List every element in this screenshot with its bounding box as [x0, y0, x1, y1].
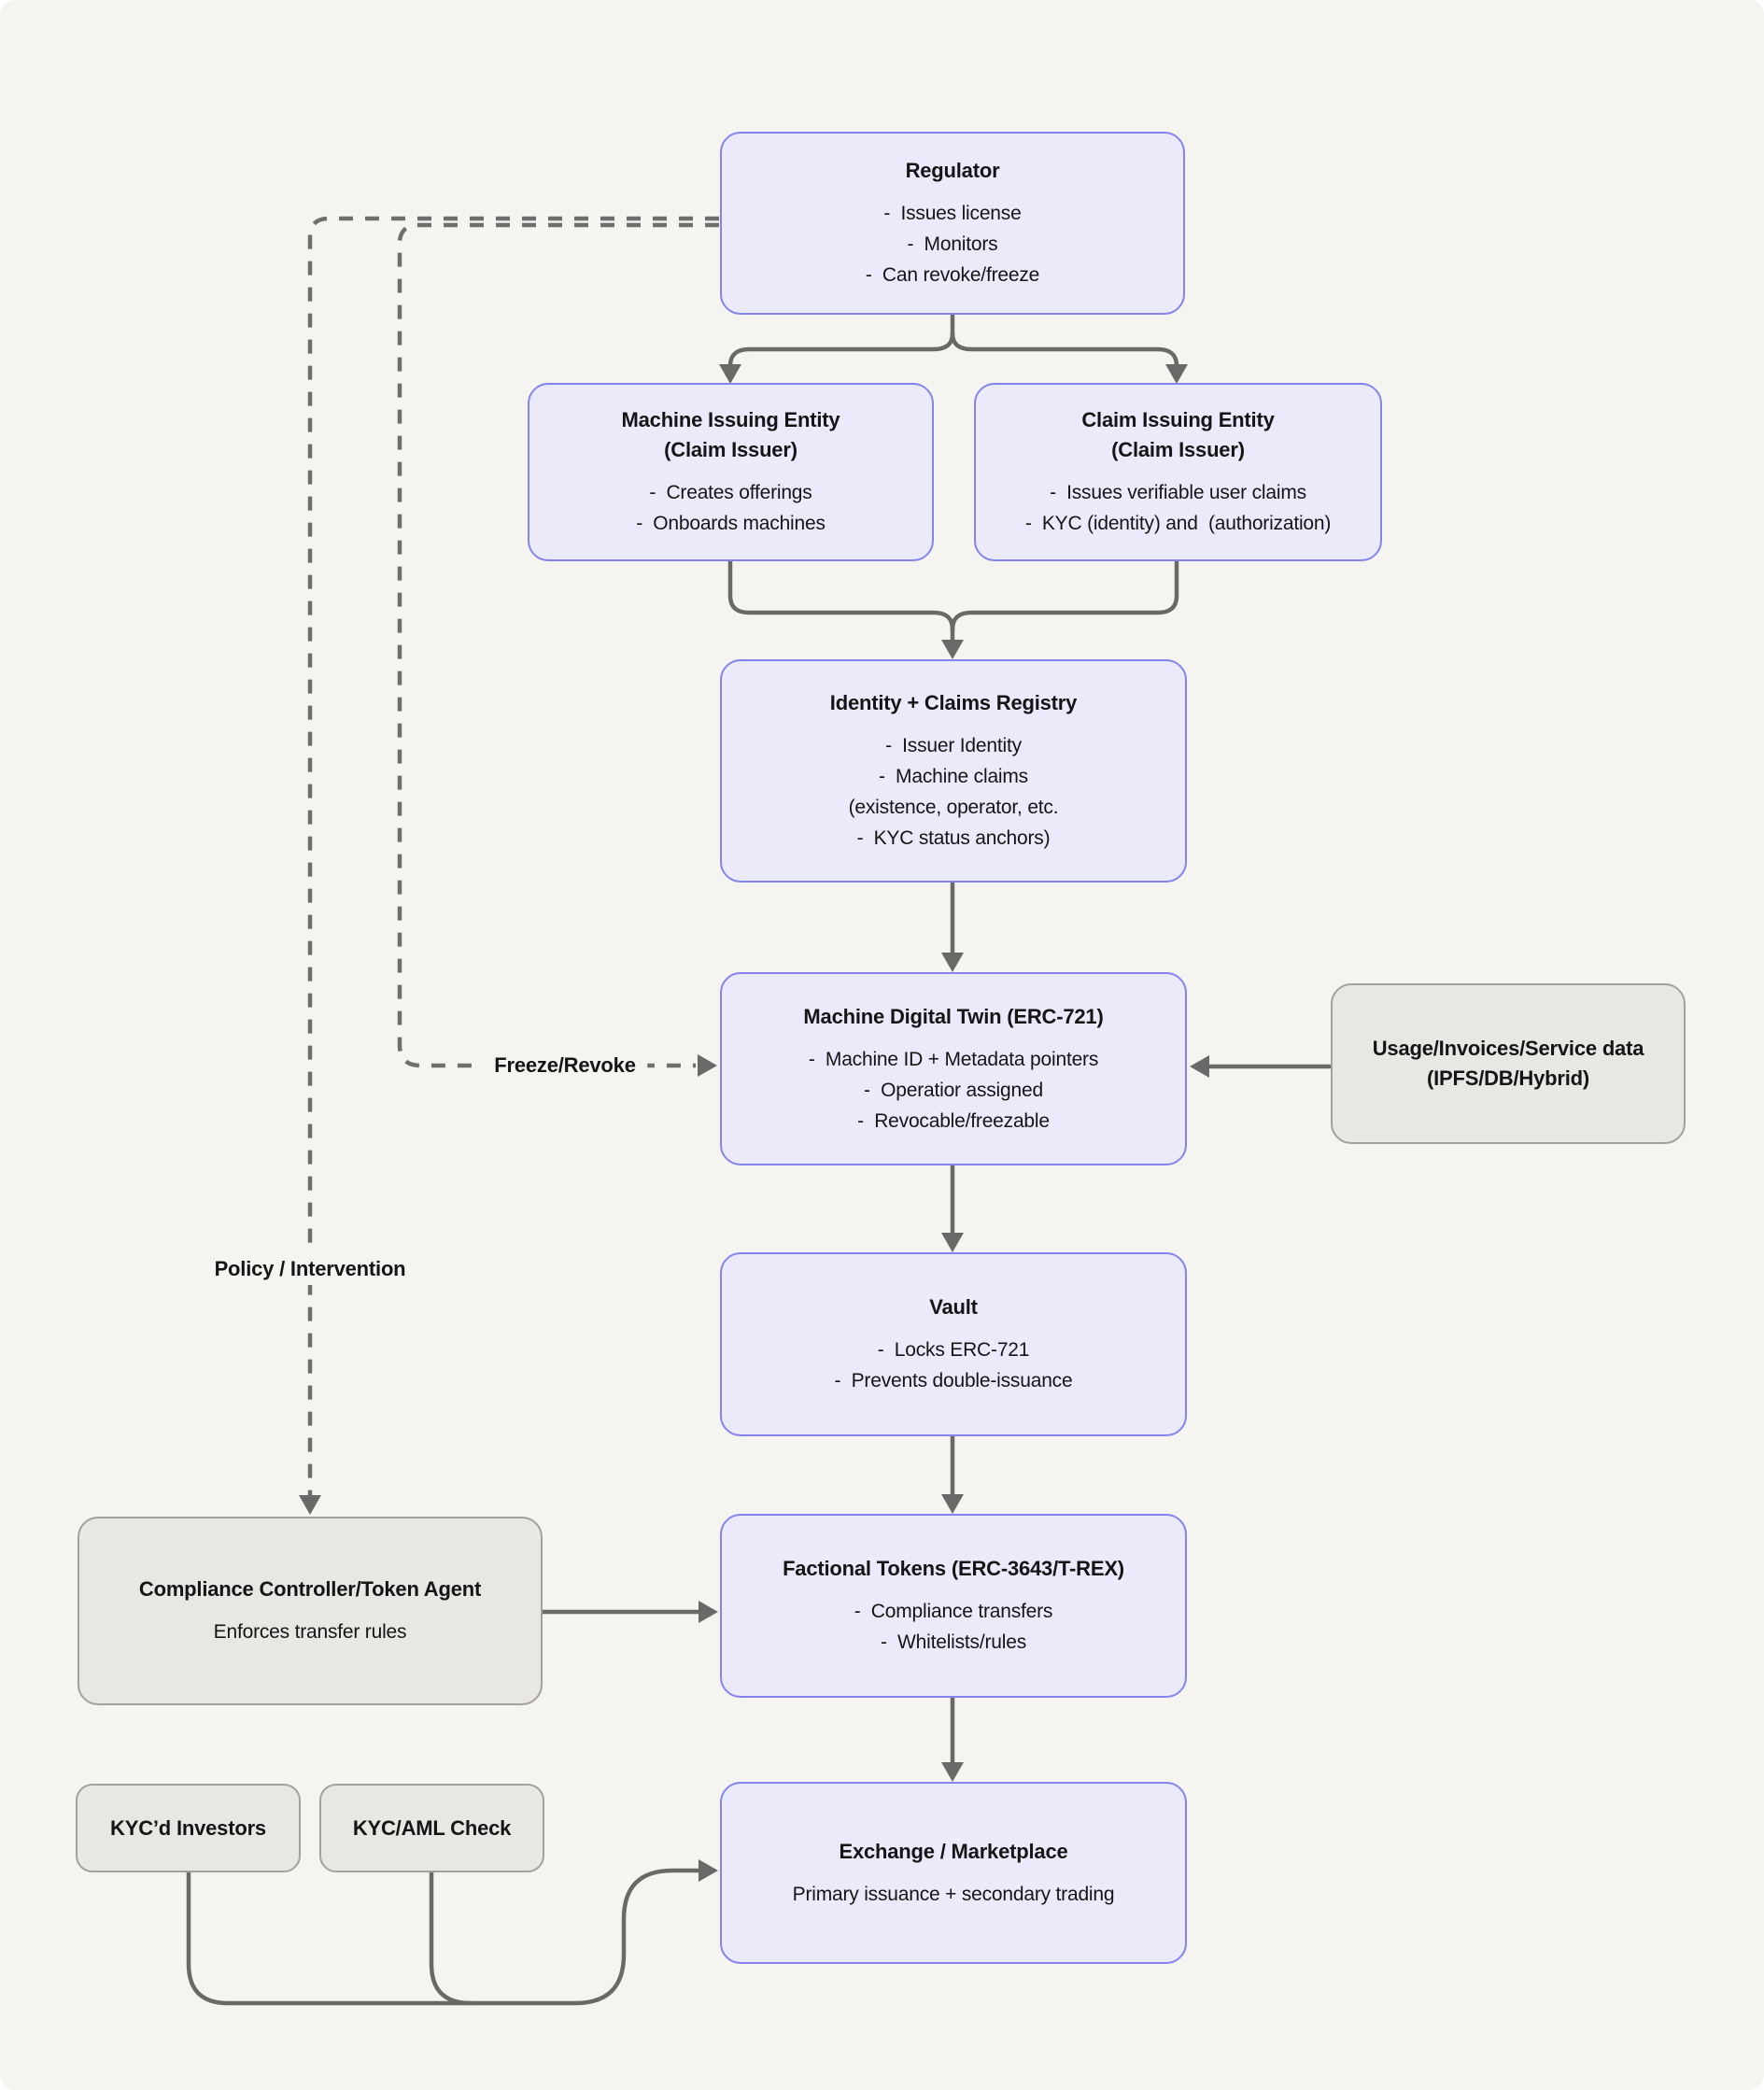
node-title: Machine Issuing Entity: [621, 408, 840, 431]
node-bullets: - Issues license - Monitors - Can revoke/f…: [866, 198, 1039, 290]
node-claim-issuing-entity: Claim Issuing Entity (Claim Issuer) - Is…: [974, 383, 1382, 561]
text-line: - Operatior assigned: [864, 1079, 1043, 1101]
node-bullets: - Issues verifiable user claims - KYC (id…: [1024, 477, 1332, 539]
node-title: Factional Tokens (ERC-3643/T-REX): [783, 1557, 1124, 1580]
arrowhead-down: [299, 1495, 321, 1515]
node-title: Usage/Invoices/Service data: [1372, 1037, 1644, 1060]
arrowhead-down: [1165, 364, 1188, 384]
text-line: - Machine ID + Metadata pointers: [808, 1048, 1099, 1070]
text-line: Primary issuance + secondary trading: [792, 1883, 1115, 1905]
node-subtitle: (IPFS/DB/Hybrid): [1426, 1066, 1590, 1090]
node-bullets: - Issuer Identity - Machine claims (existe…: [849, 730, 1059, 854]
text-line: - Machine claims: [879, 766, 1028, 787]
node-machine-issuing-entity: Machine Issuing Entity (Claim Issuer) - …: [528, 383, 934, 561]
arrowhead-right: [699, 1859, 718, 1882]
edge-label-freeze-revoke: Freeze/Revoke: [483, 1050, 647, 1081]
node-body: Primary issuance + secondary trading: [793, 1879, 1115, 1910]
node-identity-claims-registry: Identity + Claims Registry - Issuer Iden…: [720, 659, 1187, 883]
node-bullets: - Compliance transfers - Whitelists/rules: [854, 1596, 1053, 1658]
arrowhead-down: [941, 1762, 964, 1782]
node-title: Vault: [929, 1295, 978, 1319]
node-title: KYC’d Investors: [110, 1815, 266, 1840]
node-machine-digital-twin: Machine Digital Twin (ERC-721) - Machine…: [720, 972, 1187, 1165]
edge-regulator-to-claim-issuing: [950, 331, 1179, 369]
edge-freeze-revoke: [397, 222, 719, 1068]
node-title: Identity + Claims Registry: [829, 691, 1078, 714]
node-title: Claim Issuing Entity: [1081, 408, 1275, 431]
node-exchange-marketplace: Exchange / Marketplace Primary issuance …: [720, 1782, 1187, 1964]
node-factional-tokens: Factional Tokens (ERC-3643/T-REX) - Comp…: [720, 1514, 1187, 1698]
text-line: - Creates offerings: [649, 482, 812, 503]
text-line: - Issuer Identity: [885, 735, 1022, 756]
arrowhead-down: [941, 640, 964, 659]
node-title: Compliance Controller/Token Agent: [138, 1577, 482, 1601]
edge-kyc-aml-join: [429, 1870, 473, 2006]
node-compliance-controller: Compliance Controller/Token Agent Enforc…: [78, 1517, 543, 1705]
node-title: Machine Digital Twin (ERC-721): [803, 1004, 1104, 1028]
node-subtitle: (Claim Issuer): [664, 438, 797, 461]
text-line: - Prevents double-issuance: [834, 1370, 1073, 1391]
node-body: Enforces transfer rules: [214, 1617, 407, 1647]
arrowhead-right: [699, 1601, 718, 1623]
text-line: - Onboards machines: [636, 513, 826, 534]
node-title: Exchange / Marketplace: [839, 1839, 1068, 1863]
arrowhead-down: [941, 1233, 964, 1252]
text-line: - Issues license: [883, 203, 1022, 224]
text-line: (existence, operator, etc.: [848, 797, 1059, 818]
node-bullets: - Machine ID + Metadata pointers - Operat…: [808, 1044, 1099, 1137]
arrowhead-down: [941, 1494, 964, 1514]
arrowhead-down: [941, 953, 964, 972]
text-line: - Compliance transfers: [854, 1601, 1053, 1622]
arrowhead-left: [1190, 1055, 1209, 1078]
edge-label-policy-intervention: Policy / Intervention: [203, 1253, 417, 1285]
text-line: - Issues verifiable user claims: [1050, 482, 1306, 503]
node-bullets: - Locks ERC-721 - Prevents double-issuanc…: [835, 1334, 1073, 1396]
node-vault: Vault - Locks ERC-721 - Prevents double-i…: [720, 1252, 1187, 1436]
arrowhead-down: [719, 364, 741, 384]
text-line: Enforces transfer rules: [213, 1621, 407, 1643]
edge-regulator-to-machine-issuing: [727, 331, 955, 369]
node-title: KYC/AML Check: [352, 1815, 512, 1840]
text-line: - Monitors: [907, 233, 998, 255]
text-line: - Locks ERC-721: [877, 1339, 1030, 1361]
node-bullets: - Creates offerings - Onboards machines: [636, 477, 826, 539]
node-usage-invoices-service-data: Usage/Invoices/Service data (IPFS/DB/Hyb…: [1331, 983, 1686, 1144]
edge-machine-issuing-to-registry: [727, 558, 955, 632]
text-line: - Whitelists/rules: [880, 1631, 1027, 1653]
node-kyc-investors: KYC’d Investors: [76, 1784, 301, 1872]
node-regulator: Regulator - Issues license - Monitors - Ca…: [720, 132, 1185, 315]
text-line: - Can revoke/freeze: [865, 264, 1040, 286]
node-title: Regulator: [905, 159, 1000, 182]
edge-kyc-investors-to-exchange: [186, 1868, 703, 2006]
node-subtitle: (Claim Issuer): [1111, 438, 1245, 461]
text-line: - Revocable/freezable: [857, 1109, 1050, 1132]
text-line: - KYC (identity) and (authorization): [1024, 513, 1332, 534]
arrowhead-right: [698, 1054, 717, 1077]
text-line: - KYC status anchors): [856, 827, 1051, 849]
edge-claim-issuing-to-registry: [950, 558, 1179, 632]
node-kyc-aml-check: KYC/AML Check: [319, 1784, 544, 1872]
